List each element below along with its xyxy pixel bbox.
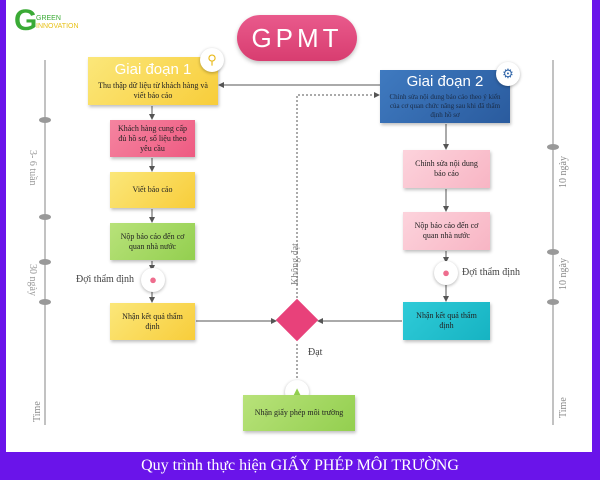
left-time-axis: Time: [32, 401, 43, 422]
left-duration-2: 30 ngày: [27, 264, 38, 296]
logo-line1: GREEN: [36, 15, 61, 22]
stage1-heading: Giai đoạn 1: [114, 61, 192, 78]
fail-label: Không đạt: [290, 243, 301, 285]
left-frame: [0, 0, 6, 480]
stage2-box: Giai đoạn 2 Chỉnh sửa nội dung báo cáo t…: [380, 70, 510, 123]
step-submit-report: Nộp báo cáo đến cơ quan nhà nước: [110, 223, 195, 260]
decision-diamond: [275, 298, 319, 342]
logo-letter: G: [14, 4, 38, 37]
logo-line2: INNOVATION: [36, 23, 79, 30]
people-icon-right: ●: [434, 261, 458, 285]
stage1-text: Thu thập dữ liệu từ khách hàng và viết b…: [98, 81, 208, 100]
people-icon: ●: [141, 268, 165, 292]
magnifier-icon: ⚲: [200, 48, 224, 72]
step-provide-docs: Khách hàng cung cấp đủ hồ sơ, số liệu th…: [110, 120, 195, 157]
footer-banner: Quy trình thực hiện GIẤY PHÉP MÔI TRƯỜNG: [0, 452, 600, 480]
stage2-heading: Giai đoạn 2: [406, 73, 484, 90]
stage2-text: Chỉnh sửa nội dung báo cáo theo ý kiến c…: [389, 93, 501, 119]
step-resubmit-report: Nộp báo cáo đến cơ quan nhà nước: [403, 212, 490, 250]
right-time-axis: Time: [558, 397, 569, 418]
right-duration-1: 10 ngày: [558, 156, 569, 188]
step-receive-result-right: Nhận kết quả thẩm định: [403, 302, 490, 340]
step-write-report: Viết báo cáo: [110, 172, 195, 208]
pass-label: Đạt: [308, 347, 323, 358]
step-receive-result-left: Nhận kết quả thẩm định: [110, 303, 195, 340]
right-duration-2: 10 ngày: [558, 258, 569, 290]
wait-label-left: Đợi thẩm định: [76, 274, 135, 285]
wait-label-right: Đợi thẩm định: [462, 267, 521, 278]
title-pill: GPMT: [237, 15, 357, 61]
gears-icon: ⚙: [496, 62, 520, 86]
right-frame: [592, 0, 600, 480]
step-edit-report: Chỉnh sửa nội dung báo cáo: [403, 150, 490, 188]
stage1-box: Giai đoạn 1 Thu thập dữ liệu từ khách hà…: [88, 57, 218, 105]
final-permit-box: Nhận giấy phép môi trường: [243, 395, 355, 431]
left-duration-1: 3- 6 tuần: [27, 150, 38, 186]
